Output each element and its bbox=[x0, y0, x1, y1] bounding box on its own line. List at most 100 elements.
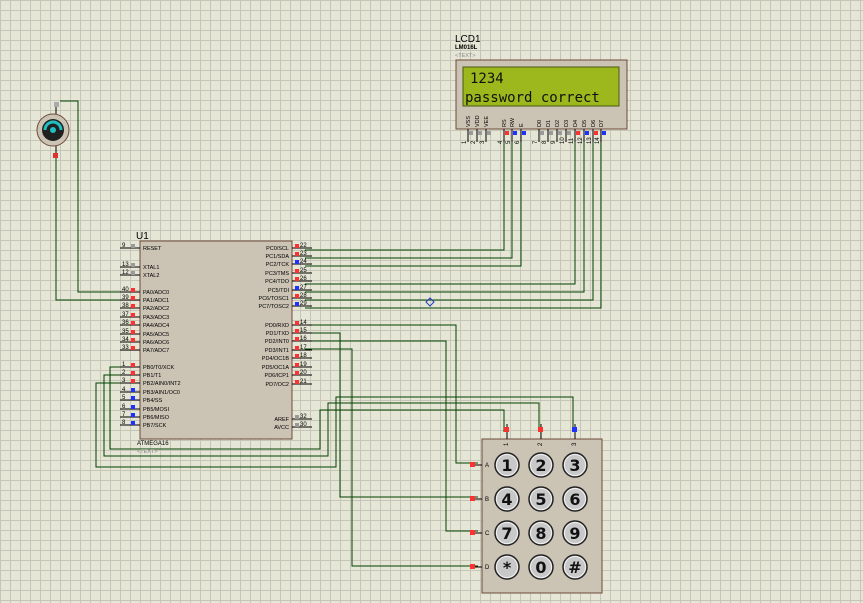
mcu-pin-number: 13 bbox=[122, 262, 129, 268]
mcu-pin-name: PA6/ADC6 bbox=[143, 340, 169, 346]
wire-pd1-row-b[interactable] bbox=[305, 332, 478, 498]
wire-pc4-d4[interactable] bbox=[305, 142, 576, 285]
keypad-key-button[interactable]: # bbox=[562, 554, 588, 580]
keypad-key-button[interactable]: 1 bbox=[494, 452, 520, 478]
mcu-pin-name: PA3/ADC3 bbox=[143, 315, 169, 321]
mcu-pin-number: 22 bbox=[300, 243, 307, 249]
mcu-pin-number: 16 bbox=[300, 336, 307, 342]
mcu-pin-number: 30 bbox=[300, 422, 307, 428]
lcd-pin-name: RW bbox=[510, 117, 516, 127]
mcu-pin-name: PD7/OC2 bbox=[265, 382, 289, 388]
dc-motor[interactable] bbox=[36, 102, 70, 158]
lcd-pin-state bbox=[540, 131, 544, 135]
mcu-pin-number: 38 bbox=[122, 303, 129, 309]
keypad-key-button[interactable]: * bbox=[494, 554, 520, 580]
mcu-pin-state bbox=[295, 415, 299, 419]
lcd-pin-number: 8 bbox=[542, 140, 548, 144]
mcu-pin-state bbox=[295, 269, 299, 273]
mcu-pin-number: 20 bbox=[300, 370, 307, 376]
lcd-pin-number: 1 bbox=[462, 140, 468, 144]
wire-pc7-d7[interactable] bbox=[305, 142, 602, 309]
lcd-lm016l[interactable]: LCD1 LM016L <TEXT> 1234 password correct… bbox=[455, 34, 628, 144]
keypad-col-label: 2 bbox=[538, 442, 544, 446]
keypad-key-button[interactable]: 6 bbox=[562, 486, 588, 512]
mcu-pin-state bbox=[131, 371, 135, 375]
mcu-pin-state bbox=[131, 413, 135, 417]
mcu-pin-state bbox=[131, 296, 135, 300]
mcu-pin-number: 37 bbox=[122, 312, 129, 318]
lcd-pin-name: VEE bbox=[484, 116, 490, 127]
wire-motor-bottom[interactable] bbox=[55, 158, 132, 301]
lcd-pin-state bbox=[594, 131, 598, 135]
mcu-pin-state bbox=[131, 244, 135, 248]
keypad-key-button[interactable]: 3 bbox=[562, 452, 588, 478]
mcu-pin-number: 29 bbox=[300, 301, 307, 307]
mcu-pin-number: 3 bbox=[122, 378, 126, 384]
wire-pc2-e[interactable] bbox=[305, 142, 522, 267]
mcu-pin-name: PC3/TMS bbox=[265, 271, 289, 277]
lcd-part-label: LM016L bbox=[455, 45, 478, 51]
wire-pb1-col-2[interactable] bbox=[103, 374, 540, 457]
lcd-pin-number: 3 bbox=[480, 140, 486, 144]
keypad-key-button[interactable]: 8 bbox=[528, 520, 554, 546]
mcu-pin-state bbox=[131, 346, 135, 350]
keypad-key-button[interactable]: 7 bbox=[494, 520, 520, 546]
keypad-col-pin-state bbox=[572, 427, 577, 432]
wire-pd2-row-c[interactable] bbox=[305, 340, 478, 532]
wire-pd0-row-a[interactable] bbox=[305, 324, 478, 464]
lcd-pin-state bbox=[602, 131, 606, 135]
lcd-pin-state bbox=[469, 131, 473, 135]
mcu-pin-name: PC7/TOSC2 bbox=[259, 304, 289, 310]
lcd-pin-state bbox=[505, 131, 509, 135]
lcd-line-2: password correct bbox=[465, 90, 600, 106]
wire-pc5-d5[interactable] bbox=[305, 142, 585, 293]
lcd-pins: VSS1VDD2VEE3RS4RW5E6D07D18D29D310D411D51… bbox=[462, 115, 606, 144]
lcd-pin-number: 6 bbox=[515, 140, 521, 144]
mcu-pin-state bbox=[295, 380, 299, 384]
keypad-key-button[interactable]: 4 bbox=[494, 486, 520, 512]
mcu-pin-state bbox=[295, 260, 299, 264]
keypad-key-button[interactable]: 0 bbox=[528, 554, 554, 580]
mcu-pin-number: 21 bbox=[300, 379, 307, 385]
mcu-pin-name: PA7/ADC7 bbox=[143, 348, 169, 354]
keypad-key-button[interactable]: 2 bbox=[528, 452, 554, 478]
mcu-pin-number: 28 bbox=[300, 293, 307, 299]
wire-pc6-d6[interactable] bbox=[305, 142, 594, 301]
keypad-key-button[interactable]: 9 bbox=[562, 520, 588, 546]
mcu-pin-name: PB0/T0/XCK bbox=[143, 365, 175, 371]
wire-pc0-rs[interactable] bbox=[305, 142, 505, 251]
lcd-pin-number: 2 bbox=[471, 140, 477, 144]
mcu-pin-name: PB6/MISO bbox=[143, 415, 170, 421]
mcu-pin-name: AVCC bbox=[274, 425, 289, 431]
mcu-pin-name: XTAL1 bbox=[143, 265, 159, 271]
mcu-pin-state bbox=[295, 294, 299, 298]
keypad-key-label: 9 bbox=[569, 524, 580, 543]
mcu-pin-state bbox=[295, 363, 299, 367]
wire-pc1-rw[interactable] bbox=[305, 142, 513, 259]
mcu-pin-name: PB3/AIN1/OC0 bbox=[143, 390, 180, 396]
mcu-text-tag: <TEXT> bbox=[137, 449, 157, 455]
mcu-pin-number: 12 bbox=[122, 270, 129, 276]
wire-pb0-col-1[interactable] bbox=[109, 366, 505, 450]
lcd-pin-name: VSS bbox=[466, 116, 472, 127]
lcd-pin-name: D7 bbox=[599, 120, 605, 127]
lcd-screen bbox=[462, 66, 620, 107]
lcd-pin-name: RS bbox=[502, 119, 508, 127]
mcu-pin-state bbox=[295, 329, 299, 333]
mcu-pin-name: PB5/MOSI bbox=[143, 407, 169, 413]
mcu-pin-name: XTAL2 bbox=[143, 273, 159, 279]
wire-motor-top[interactable] bbox=[60, 100, 132, 293]
probe-marker-icon[interactable] bbox=[425, 297, 435, 307]
mcu-pin-state bbox=[295, 244, 299, 248]
lcd-pin-state bbox=[576, 131, 580, 135]
mcu-pin-state bbox=[131, 263, 135, 267]
lcd-pin-name: D3 bbox=[564, 120, 570, 127]
mcu-pin-number: 15 bbox=[300, 328, 307, 334]
wire-pb2-col-3[interactable] bbox=[95, 382, 574, 468]
mcu-pin-state bbox=[131, 363, 135, 367]
wire-pd3-row-d[interactable] bbox=[305, 348, 478, 567]
keypad-key-button[interactable]: 5 bbox=[528, 486, 554, 512]
